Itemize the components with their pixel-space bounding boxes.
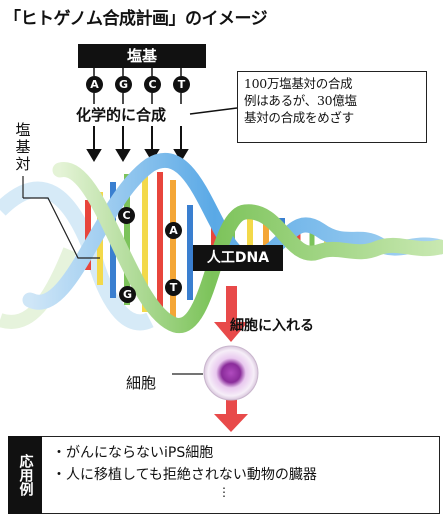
- base-c-circle: C: [144, 76, 161, 93]
- application-item: ・人に移植しても拒絶されない動物の臓器: [52, 467, 317, 483]
- base-t-circle: T: [173, 76, 190, 93]
- base-header: 塩基: [78, 44, 206, 68]
- connector-lines: [93, 68, 238, 115]
- applications-ellipsis: ⋮: [218, 485, 230, 499]
- helix-strand-green: [52, 162, 443, 333]
- artificial-dna-tag: 人工DNA: [193, 245, 283, 271]
- red-arrows: [214, 286, 248, 432]
- helix-base-t: T: [165, 279, 182, 296]
- base-pair-pointer: [22, 176, 100, 259]
- callout-line: 基対の合成をめざす: [244, 110, 354, 125]
- down-arrows: [86, 126, 189, 162]
- cell-label: 細胞: [126, 374, 157, 392]
- synthesis-label: 化学的に合成: [76, 106, 167, 124]
- diagram-title: 「ヒトゲノム合成計画」のイメージ: [4, 9, 268, 29]
- application-item: ・がんにならないiPS細胞: [52, 445, 214, 461]
- applications-box: [8, 436, 440, 514]
- helix-base-c: C: [118, 207, 135, 224]
- helix-base-g: G: [119, 286, 136, 303]
- cell-icon: [203, 345, 259, 401]
- applications-tag: 応用例: [8, 436, 42, 514]
- insert-into-cell-label: 細胞に入れる: [230, 318, 314, 334]
- callout-line: 例はあるが、30億塩: [244, 93, 357, 108]
- callout-box: 100万塩基対の合成 例はあるが、30億塩 基対の合成をめざす: [237, 71, 427, 143]
- base-a-circle: A: [86, 76, 103, 93]
- base-g-circle: G: [115, 76, 132, 93]
- helix-base-a: A: [165, 222, 182, 239]
- applications-tag-text: 応用例: [17, 454, 34, 496]
- callout-line: 100万塩基対の合成: [244, 76, 353, 91]
- base-pair-label: 塩基対: [15, 121, 31, 173]
